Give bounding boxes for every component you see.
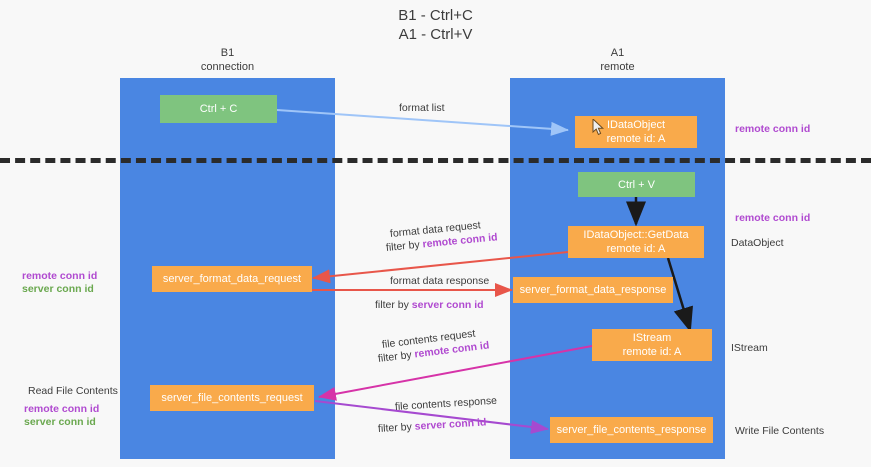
node-server-format-data-request[interactable]: server_format_data_request (152, 266, 312, 292)
label-bottom-remote-conn-id: remote conn id (24, 403, 100, 415)
filter-by-text: filter by (385, 238, 424, 254)
label-mid-server-conn-id: server conn id (22, 283, 94, 295)
page-title: B1 - Ctrl+C A1 - Ctrl+V (398, 7, 473, 43)
node-ctrl-v[interactable]: Ctrl + V (578, 172, 695, 197)
phase-divider (0, 158, 871, 163)
filter-by-text: filter by (377, 420, 416, 435)
edge-label-file-contents-response: file contents response (395, 394, 498, 414)
label-mid-remote-conn-id: remote conn id (22, 270, 98, 282)
node-server-file-contents-response[interactable]: server_file_contents_response (550, 417, 713, 443)
node-istream[interactable]: IStream remote id: A (592, 329, 712, 361)
edge-label-format-data-response: format data response (390, 275, 490, 287)
edge-label-file-contents-response-text: file contents response (394, 394, 498, 413)
label-bottom-server-conn-id: server conn id (24, 416, 96, 428)
label-dataobject: DataObject (731, 237, 784, 249)
lane-header-a1: A1 remote (600, 47, 635, 73)
lane-header-b1: B1 connection (200, 47, 255, 73)
label-write-file-contents: Write File Contents (735, 425, 825, 437)
filter-by-text: filter by (375, 299, 412, 311)
edge-label-format-data-response-filter: filter by server conn id (375, 298, 484, 312)
node-server-format-data-response[interactable]: server_format_data_response (513, 277, 673, 303)
label-istream: IStream (731, 342, 768, 354)
label-remote-conn-id-top: remote conn id (735, 123, 811, 135)
filter-key-server-conn-id: server conn id (411, 299, 484, 311)
label-read-file-contents: Read File Contents (28, 385, 118, 397)
filter-by-text: filter by (377, 348, 416, 365)
edge-label-file-contents-response-filter: filter by server conn id (378, 415, 487, 436)
filter-key-server-conn-id: server conn id (414, 416, 487, 433)
node-idataobject-getdata[interactable]: IDataObject::GetData remote id: A (568, 226, 704, 258)
node-server-file-contents-request[interactable]: server_file_contents_request (150, 385, 314, 411)
label-remote-conn-id-mid: remote conn id (735, 212, 811, 224)
edge-label-format-list: format list (399, 102, 445, 114)
node-idataobject[interactable]: IDataObject remote id: A (575, 116, 697, 148)
node-ctrl-c[interactable]: Ctrl + C (160, 95, 277, 123)
